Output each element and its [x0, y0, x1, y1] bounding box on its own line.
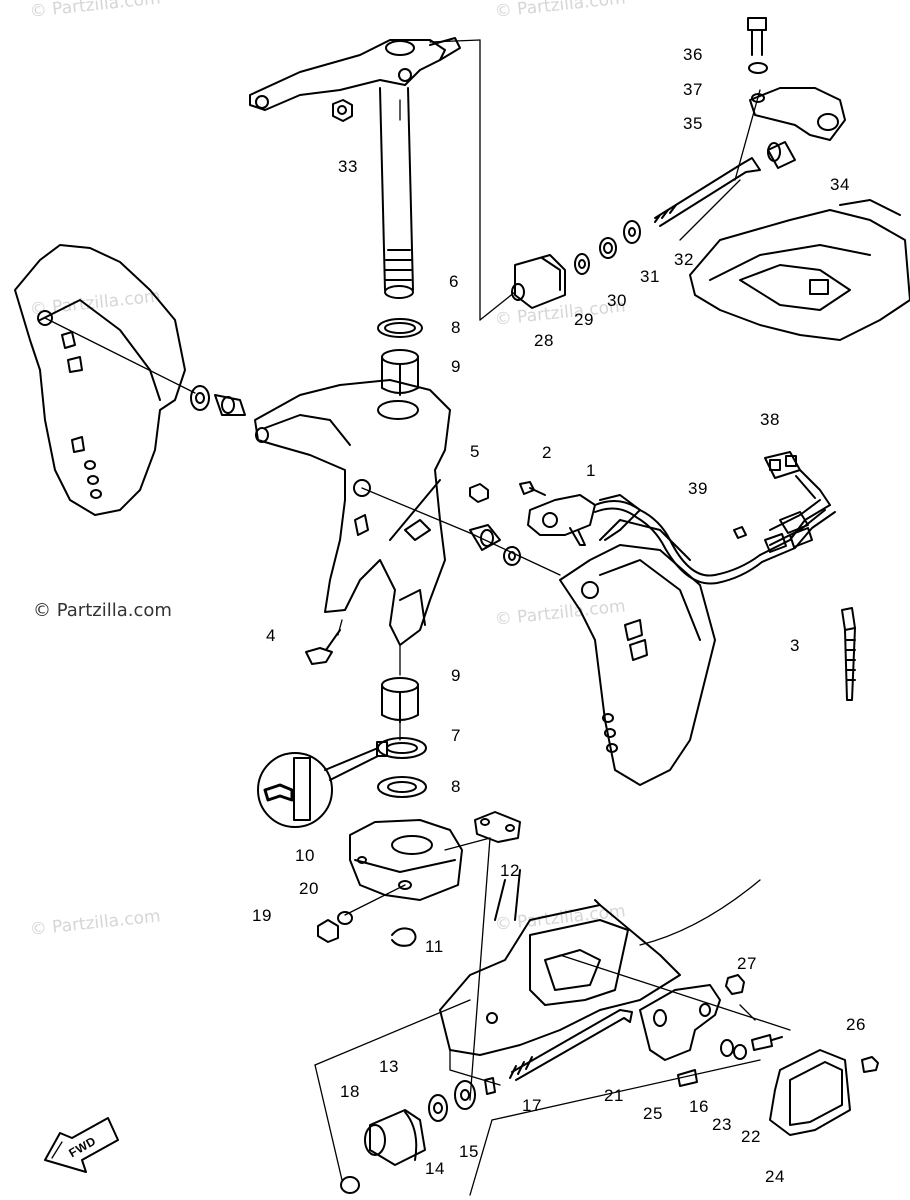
callout-5: 5 — [470, 442, 480, 461]
callout-26: 26 — [846, 1015, 866, 1034]
callout-20: 20 — [299, 879, 319, 898]
lower-mount-bracket — [639, 984, 721, 1061]
nut-33 — [332, 99, 353, 122]
callout-14: 14 — [425, 1159, 445, 1178]
callout-27: 27 — [737, 954, 757, 973]
callout-34: 34 — [830, 175, 850, 194]
right-clamp-bracket — [559, 494, 716, 786]
callout-24: 24 — [765, 1167, 785, 1186]
callout-29: 29 — [574, 310, 594, 329]
callout-15: 15 — [459, 1142, 479, 1161]
callout-39: 39 — [688, 479, 708, 498]
callout-28: 28 — [534, 331, 554, 350]
callout-2: 2 — [542, 443, 552, 462]
callout-22: 22 — [741, 1127, 761, 1146]
callout-6: 6 — [449, 272, 459, 291]
left-clamp-bracket — [14, 244, 186, 516]
cover — [769, 1049, 851, 1136]
callout-25: 25 — [643, 1104, 663, 1123]
callout-9-upper: 9 — [451, 357, 461, 376]
callout-4: 4 — [266, 626, 276, 645]
seal-detail — [257, 747, 379, 828]
callout-32: 32 — [674, 250, 694, 269]
callout-19: 19 — [252, 906, 272, 925]
damper — [364, 1109, 426, 1166]
callout-8-upper: 8 — [451, 318, 461, 337]
callout-10: 10 — [295, 846, 315, 865]
watermark: © Partzilla.com — [33, 600, 172, 621]
callout-31: 31 — [640, 267, 660, 286]
callout-7: 7 — [451, 726, 461, 745]
callout-21: 21 — [604, 1086, 624, 1105]
callout-23: 23 — [712, 1115, 732, 1134]
callout-8-lower: 8 — [451, 777, 461, 796]
callout-12: 12 — [500, 861, 520, 880]
callout-38: 38 — [760, 410, 780, 429]
lower-mount-case — [439, 869, 761, 1086]
callout-33: 33 — [338, 157, 358, 176]
callout-13: 13 — [379, 1057, 399, 1076]
cable-tie — [841, 607, 856, 701]
callout-3: 3 — [790, 636, 800, 655]
wire-harness — [594, 451, 836, 585]
callout-37: 37 — [683, 80, 703, 99]
callout-11: 11 — [425, 937, 444, 956]
upper-mount-group — [511, 17, 910, 341]
callout-18: 18 — [340, 1082, 360, 1101]
swivel-bracket — [254, 379, 451, 646]
steering-arm — [249, 37, 461, 111]
callout-35: 35 — [683, 114, 703, 133]
steering-bracket — [349, 819, 463, 901]
callout-9-lower: 9 — [451, 666, 461, 685]
callout-1: 1 — [586, 461, 596, 480]
trim-sensor — [519, 481, 596, 546]
callout-16: 16 — [689, 1097, 709, 1116]
callout-17: 17 — [522, 1096, 542, 1115]
steering-shaft — [379, 87, 414, 299]
callout-30: 30 — [607, 291, 627, 310]
callout-36: 36 — [683, 45, 703, 64]
